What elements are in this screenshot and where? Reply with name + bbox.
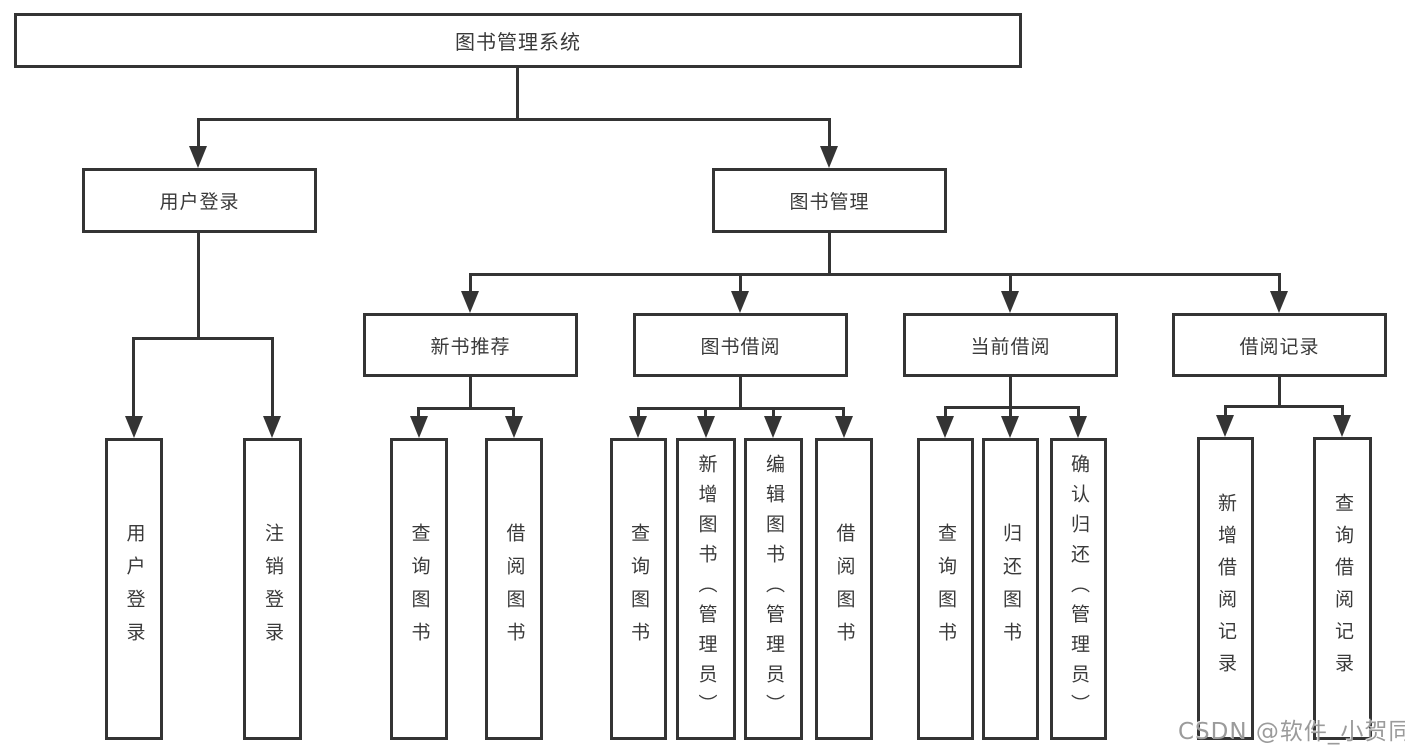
connector-stem bbox=[828, 233, 831, 273]
leaf-user-login: 用户登录 bbox=[105, 438, 163, 740]
node-book-borrowing: 图书借阅 bbox=[633, 313, 848, 377]
connector-stem bbox=[197, 233, 200, 337]
leaf-logout: 注销登录 bbox=[243, 438, 302, 740]
connector-stem bbox=[1009, 377, 1012, 409]
connector-branch bbox=[944, 406, 1080, 409]
leaf-return-book: 归还图书 bbox=[982, 438, 1039, 740]
arrowhead-icon bbox=[936, 416, 954, 438]
connector-level2-branch bbox=[469, 273, 1281, 276]
connector-stem bbox=[1009, 406, 1012, 419]
leaf-confirm-return-admin: 确认归还（管理员） bbox=[1050, 438, 1107, 740]
arrowhead-icon bbox=[1001, 291, 1019, 313]
node-user-login: 用户登录 bbox=[82, 168, 317, 233]
arrowhead-icon bbox=[629, 416, 647, 438]
connector-stem bbox=[197, 118, 200, 148]
arrowhead-icon bbox=[731, 291, 749, 313]
connector-stem bbox=[469, 273, 472, 295]
arrowhead-icon bbox=[820, 146, 838, 168]
connector-branch bbox=[132, 337, 273, 340]
leaf-query-borrow-record: 查询借阅记录 bbox=[1313, 437, 1372, 740]
arrowhead-icon bbox=[1333, 415, 1351, 437]
connector-stem bbox=[772, 407, 775, 420]
leaf-edit-book-admin: 编辑图书（管理员） bbox=[744, 438, 803, 740]
watermark: CSDN @软件_小贺同学 bbox=[1178, 719, 1405, 745]
connector-branch bbox=[637, 407, 845, 410]
node-borrowing-records: 借阅记录 bbox=[1172, 313, 1387, 377]
connector-stem bbox=[469, 377, 472, 410]
connector-stem bbox=[1278, 273, 1281, 295]
node-current-borrowing: 当前借阅 bbox=[903, 313, 1118, 377]
connector-stem bbox=[1278, 377, 1281, 408]
node-new-book-recommendation: 新书推荐 bbox=[363, 313, 578, 377]
arrowhead-icon bbox=[1001, 416, 1019, 438]
node-book-management: 图书管理 bbox=[712, 168, 947, 233]
connector-stem bbox=[739, 377, 742, 410]
connector-stem bbox=[637, 407, 640, 420]
connector-stem bbox=[1009, 273, 1012, 295]
leaf-borrow-books: 借阅图书 bbox=[485, 438, 543, 740]
arrowhead-icon bbox=[835, 416, 853, 438]
leaf-borrow-book: 借阅图书 bbox=[815, 438, 873, 740]
arrowhead-icon bbox=[410, 416, 428, 438]
connector-stem bbox=[842, 407, 845, 420]
connector-stem bbox=[271, 337, 274, 419]
connector-root-stem bbox=[516, 68, 519, 118]
leaf-query-books: 查询图书 bbox=[610, 438, 667, 740]
connector-stem bbox=[132, 337, 135, 419]
arrowhead-icon bbox=[1216, 415, 1234, 437]
arrowhead-icon bbox=[1069, 416, 1087, 438]
arrowhead-icon bbox=[1270, 291, 1288, 313]
arrowhead-icon bbox=[764, 416, 782, 438]
connector-branch bbox=[1224, 405, 1344, 408]
connector-stem bbox=[417, 407, 420, 420]
connector-stem bbox=[1224, 405, 1227, 418]
connector-stem bbox=[944, 406, 947, 419]
connector-stem bbox=[739, 273, 742, 295]
connector-stem bbox=[704, 407, 707, 420]
leaf-query-books: 查询图书 bbox=[917, 438, 974, 740]
arrowhead-icon bbox=[189, 146, 207, 168]
connector-branch bbox=[418, 407, 515, 410]
arrowhead-icon bbox=[697, 416, 715, 438]
connector-stem bbox=[512, 407, 515, 420]
connector-stem bbox=[1341, 405, 1344, 418]
node-library-management-system: 图书管理系统 bbox=[14, 13, 1022, 68]
arrowhead-icon bbox=[461, 291, 479, 313]
connector-level1-branch bbox=[197, 118, 831, 121]
leaf-add-book-admin: 新增图书（管理员） bbox=[676, 438, 736, 740]
arrowhead-icon bbox=[263, 416, 281, 438]
leaf-query-books: 查询图书 bbox=[390, 438, 448, 740]
connector-stem bbox=[828, 118, 831, 148]
leaf-add-borrow-record: 新增借阅记录 bbox=[1197, 437, 1254, 740]
arrowhead-icon bbox=[125, 416, 143, 438]
connector-stem bbox=[1077, 406, 1080, 419]
arrowhead-icon bbox=[505, 416, 523, 438]
